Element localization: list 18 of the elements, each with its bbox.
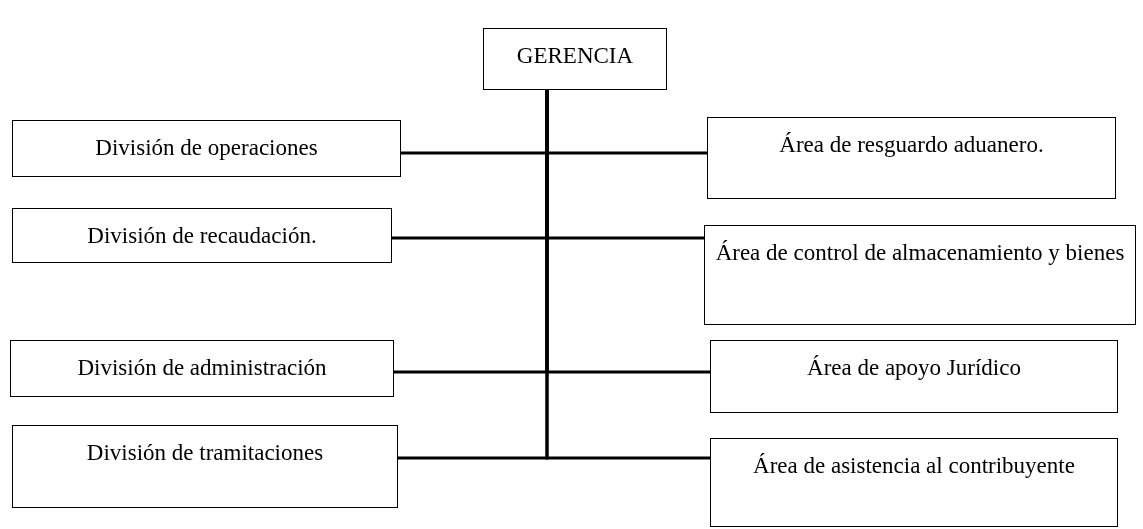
department-box: [12, 208, 392, 263]
department-name: Área de asistencia al contribuyente: [753, 452, 1075, 480]
department-box: [710, 340, 1118, 413]
department-box: [10, 340, 394, 397]
department-name: Área de resguardo aduanero.: [779, 131, 1044, 159]
department-box: [707, 117, 1116, 199]
department-name: División de tramitaciones: [86, 439, 324, 467]
department-box: [12, 120, 401, 177]
department-name: Área de apoyo Jurídico: [807, 354, 1021, 382]
department-name: División de recaudación.: [87, 222, 317, 250]
department-name: GERENCIA: [516, 42, 634, 70]
department-box: [710, 438, 1118, 527]
department-name: División de operaciones: [95, 134, 318, 162]
department-box: [12, 425, 398, 508]
department-name: Área de control de almacenamiento y bienes: [715, 239, 1125, 267]
department-box: [704, 225, 1136, 325]
department-name: División de administración: [77, 354, 327, 382]
management-box: [483, 28, 667, 90]
